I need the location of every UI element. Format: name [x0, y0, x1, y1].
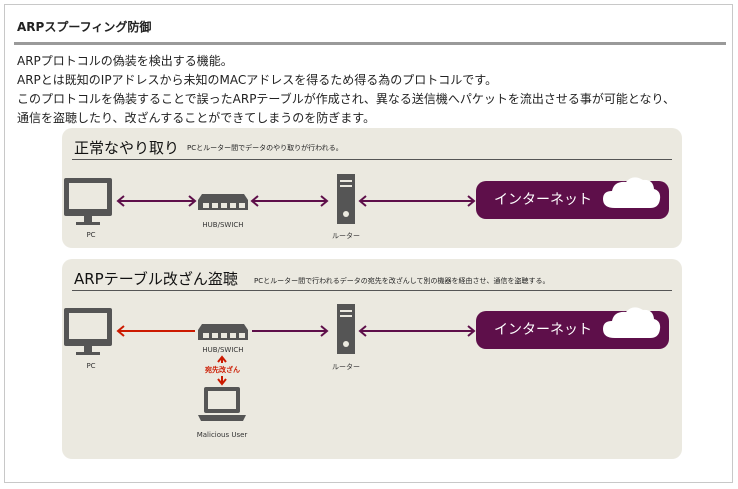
internet-label: インターネット: [494, 322, 592, 338]
panel-note: PCとルーター間でデータのやり取りが行われる。: [187, 144, 343, 152]
hub-label: HUB/SWICH: [202, 346, 244, 354]
normal-network-diagram: [64, 174, 669, 225]
arp-spoofing-panel: ARPテーブル改ざん盗聴 PCとルーター間で行われるデータの宛先を改ざんして別の…: [62, 259, 682, 459]
router-label: ルーター: [332, 232, 360, 240]
description-line: このプロトコルを偽装することで誤ったARPテーブルが作成され、異なる送信機へパケ…: [17, 92, 675, 106]
internet-label: インターネット: [494, 192, 592, 208]
router-icon: [337, 174, 355, 224]
normal-exchange-panel: 正常なやり取り PCとルーター間でデータのやり取りが行われる。: [62, 128, 682, 248]
attacker-label: Malicious User: [196, 431, 248, 439]
connection-line: [116, 195, 476, 207]
panel-divider: [72, 159, 672, 160]
router-icon: [337, 304, 355, 354]
panel-heading: 正常なやり取り: [74, 139, 180, 157]
hub-switch-icon: [198, 324, 248, 340]
hub-switch-icon: [198, 194, 248, 210]
pc-monitor-icon: [64, 308, 112, 355]
laptop-icon: [198, 387, 246, 421]
description-line: ARPとは既知のIPアドレスから未知のMACアドレスを得るため得る為のプロトコル…: [17, 73, 498, 87]
internet-box-icon: [476, 177, 669, 219]
attack-label: 宛先改ざん: [205, 366, 240, 374]
pc-label: PC: [86, 362, 96, 370]
section-title: ARPスプーフィング防御: [17, 20, 152, 34]
panel-note: PCとルーター間で行われるデータの宛先を改ざんして別の機器を経由させ、通信を盗聴…: [254, 277, 550, 285]
description-line: ARPプロトコルの偽装を検出する機能。: [17, 54, 233, 68]
router-label: ルーター: [332, 363, 360, 371]
spoofed-connection-line: [116, 325, 195, 337]
description-line: 通信を盗聴したり、改ざんすることができてしまうのを防ぎます。: [17, 111, 376, 125]
internet-box-icon: [476, 307, 669, 349]
attack-arrow: [217, 355, 227, 386]
hub-label: HUB/SWICH: [202, 221, 244, 229]
panel-heading: ARPテーブル改ざん盗聴: [74, 270, 238, 288]
connection-line: [252, 325, 476, 337]
panel-divider: [72, 290, 672, 291]
title-divider: [14, 42, 726, 45]
pc-label: PC: [86, 231, 96, 239]
pc-monitor-icon: [64, 178, 112, 225]
description: ARPプロトコルの偽装を検出する機能。 ARPとは既知のIPアドレスから未知のM…: [17, 52, 729, 128]
spoof-network-diagram: [64, 304, 669, 421]
